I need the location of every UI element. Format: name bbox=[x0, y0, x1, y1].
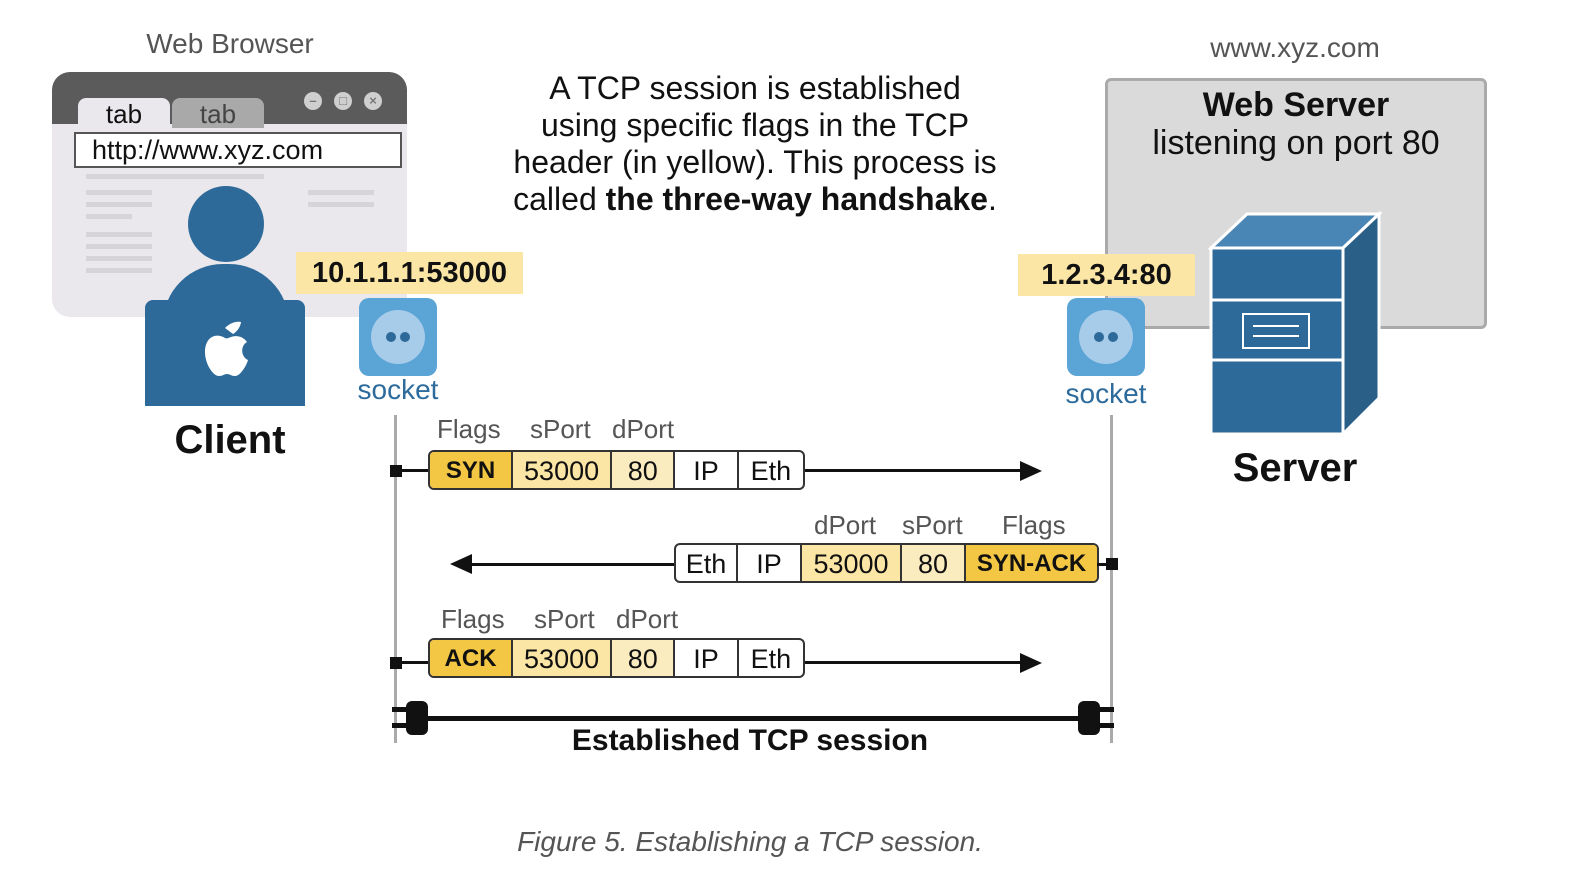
established-session-label: Established TCP session bbox=[571, 724, 929, 757]
laptop-icon bbox=[145, 300, 305, 395]
packet-dport: 53000 bbox=[802, 545, 902, 581]
server-label: Server bbox=[1232, 446, 1358, 490]
address-bar[interactable]: http://www.xyz.com bbox=[74, 132, 402, 168]
server-timeline bbox=[1110, 415, 1113, 743]
syn-arrow bbox=[805, 469, 1025, 472]
packet-ip: IP bbox=[675, 452, 739, 488]
plug-left-icon bbox=[392, 701, 442, 735]
packet-eth: Eth bbox=[750, 644, 792, 674]
syn-ack-arrow bbox=[466, 563, 676, 566]
packet-flag: SYN-ACK bbox=[966, 545, 1097, 581]
server-tower-icon bbox=[1207, 210, 1383, 438]
web-server-title: Web Server listening on port 80 bbox=[1152, 86, 1440, 162]
server-address: 1.2.3.4:80 bbox=[1018, 254, 1195, 296]
description-line: using specific flags in the TCP bbox=[540, 107, 970, 143]
packet-link bbox=[1097, 563, 1111, 566]
packet-sport: 80 bbox=[902, 545, 966, 581]
browser-window: tab tab – □ × http://www.xyz.com bbox=[52, 72, 407, 317]
apple-logo-icon bbox=[205, 321, 248, 376]
content-line bbox=[86, 214, 132, 219]
syn-ack-packet: Eth IP 53000 80 SYN-ACK bbox=[674, 543, 1099, 583]
browser-tab-active[interactable]: tab bbox=[78, 98, 170, 129]
packet-ip: IP bbox=[738, 545, 802, 581]
packet-eth: Eth bbox=[750, 456, 792, 486]
packet-ip: IP bbox=[675, 640, 739, 676]
syn-packet: SYN 53000 80 IP Eth bbox=[428, 450, 805, 490]
packet-header-label: Flags bbox=[437, 414, 501, 444]
client-address: 10.1.1.1:53000 bbox=[296, 252, 523, 294]
server-site-caption: www.xyz.com bbox=[1210, 32, 1380, 63]
packet-flag: SYN bbox=[430, 452, 514, 488]
close-icon[interactable]: × bbox=[364, 92, 382, 110]
packet-header-label: dPort bbox=[616, 604, 679, 634]
plug-right-icon bbox=[1064, 701, 1114, 735]
packet-header-label: sPort bbox=[902, 510, 963, 540]
packet-header-label: sPort bbox=[534, 604, 595, 634]
description-line: called the three-way handshake. bbox=[513, 181, 997, 217]
packet-flag: ACK bbox=[430, 640, 514, 676]
description-line: header (in yellow). This process is bbox=[513, 144, 997, 180]
content-line bbox=[86, 232, 152, 237]
packet-header-label: Flags bbox=[441, 604, 505, 634]
content-line bbox=[308, 202, 374, 207]
description-emphasis: the three-way handshake bbox=[605, 181, 988, 217]
content-line bbox=[86, 256, 152, 261]
client-timeline bbox=[394, 415, 397, 743]
content-line bbox=[86, 190, 152, 195]
packet-link bbox=[396, 469, 430, 472]
server-socket-icon bbox=[1067, 298, 1145, 376]
packet-sport: 53000 bbox=[513, 452, 613, 488]
figure-caption: Figure 5. Establishing a TCP session. bbox=[517, 826, 983, 857]
browser-tab-inactive[interactable]: tab bbox=[172, 98, 264, 129]
ack-arrow bbox=[805, 661, 1025, 664]
packet-header-label: Flags bbox=[1002, 510, 1066, 540]
client-socket-icon bbox=[359, 298, 437, 376]
content-line bbox=[86, 202, 152, 207]
packet-sport: 53000 bbox=[513, 640, 613, 676]
server-socket-label: socket bbox=[1065, 378, 1147, 409]
packet-header-label: sPort bbox=[530, 414, 591, 444]
user-head-icon bbox=[188, 186, 264, 262]
content-line bbox=[86, 268, 152, 273]
client-socket-label: socket bbox=[357, 374, 439, 405]
content-line bbox=[86, 244, 152, 249]
packet-dport: 80 bbox=[612, 452, 676, 488]
arrowhead-right-icon bbox=[1020, 461, 1042, 481]
arrowhead-right-icon bbox=[1020, 653, 1042, 673]
content-line bbox=[86, 174, 264, 179]
content-line bbox=[308, 190, 374, 195]
packet-origin-marker bbox=[1106, 558, 1118, 570]
packet-link bbox=[396, 661, 430, 664]
arrowhead-left-icon bbox=[450, 554, 472, 574]
browser-caption: Web Browser bbox=[146, 28, 314, 59]
established-session-line bbox=[436, 716, 1070, 721]
packet-header-label: dPort bbox=[612, 414, 675, 444]
description-line: A TCP session is established bbox=[549, 70, 961, 106]
packet-header-label: dPort bbox=[814, 510, 877, 540]
packet-eth: Eth bbox=[676, 545, 738, 581]
diagram-description: A TCP session is established using speci… bbox=[470, 70, 1040, 218]
minimize-icon[interactable]: – bbox=[304, 92, 322, 110]
ack-packet: ACK 53000 80 IP Eth bbox=[428, 638, 805, 678]
client-label: Client bbox=[174, 418, 286, 462]
maximize-icon[interactable]: □ bbox=[334, 92, 352, 110]
laptop-base bbox=[145, 395, 305, 406]
packet-dport: 80 bbox=[612, 640, 676, 676]
